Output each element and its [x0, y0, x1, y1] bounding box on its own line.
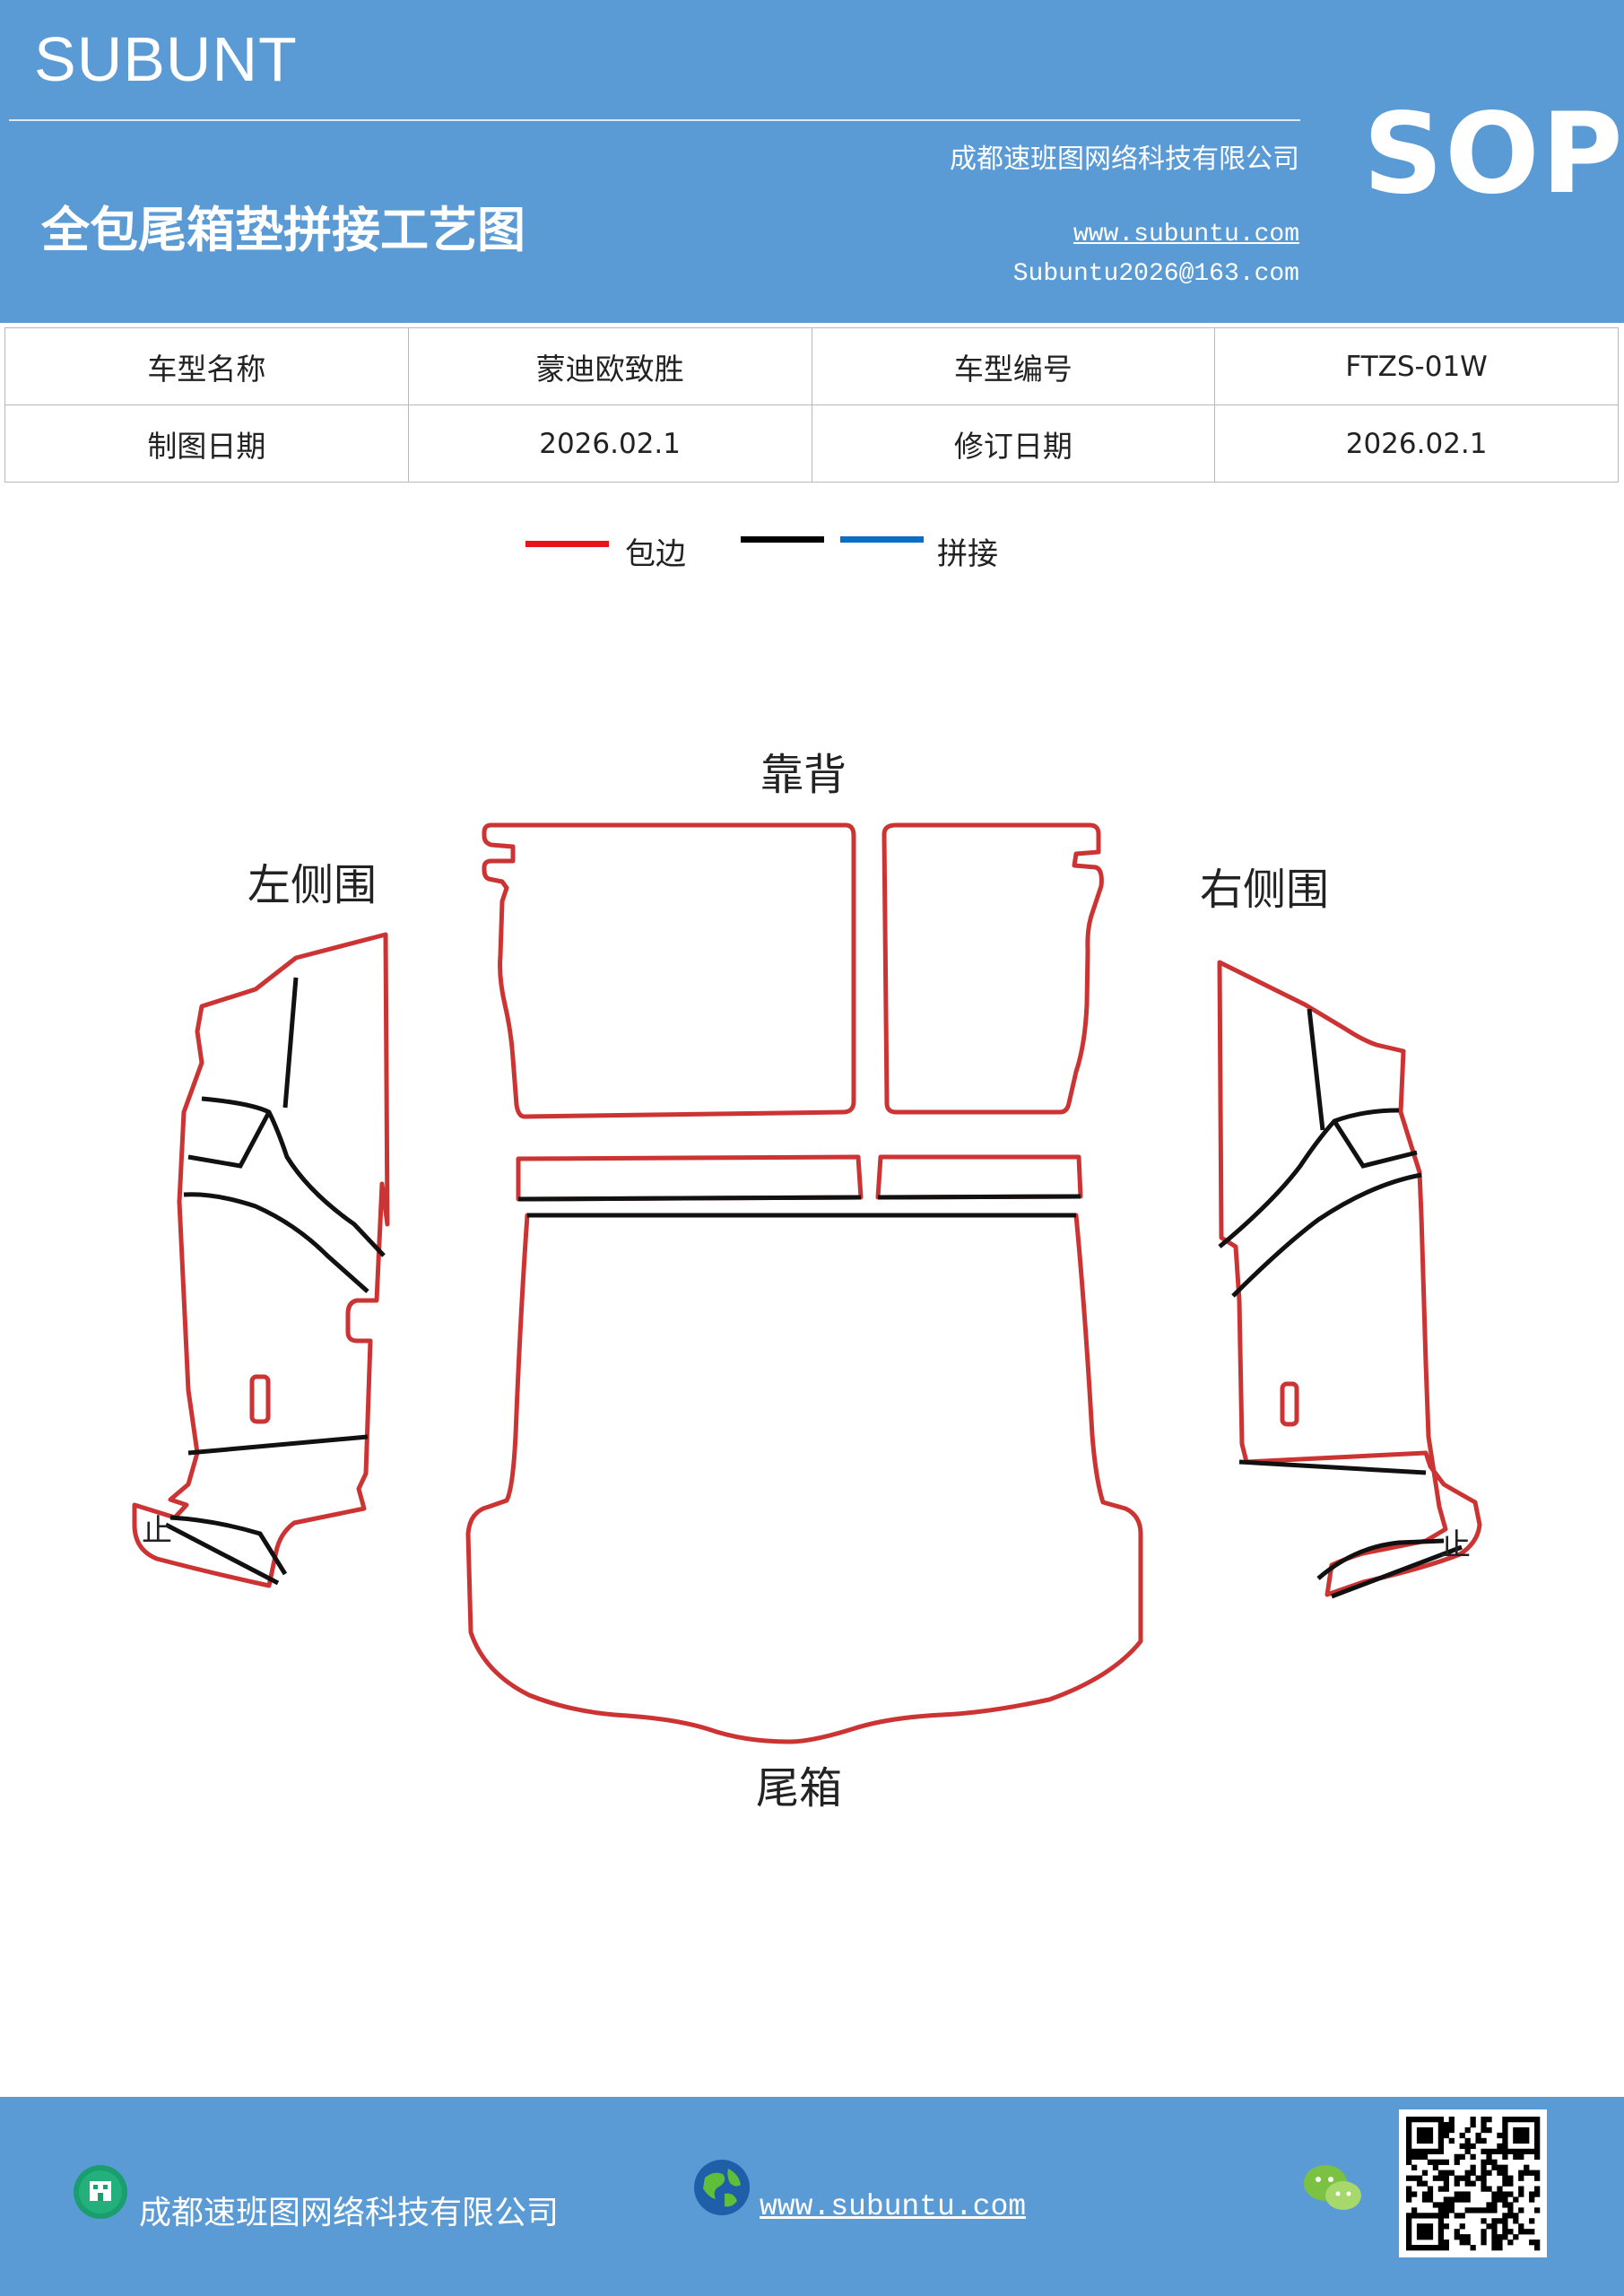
qr-code-pattern	[1406, 2117, 1541, 2251]
right-cutout	[1280, 1381, 1299, 1427]
seam-strip-bottom-right	[877, 1194, 1081, 1200]
document-title: 全包尾箱垫拼接工艺图	[41, 201, 525, 258]
left-stop-mark: 止	[142, 1513, 172, 1549]
brand-name: SUBUNT	[34, 24, 298, 94]
backrest-label: 靠背	[760, 750, 847, 800]
seam-right-4	[1231, 1172, 1422, 1298]
seam-strip-bottom	[517, 1195, 862, 1202]
table-cell: 蒙迪欧致胜	[407, 327, 812, 405]
table-cell: 2026.02.1	[1214, 404, 1619, 483]
seam-right-6	[1316, 1538, 1445, 1580]
footer-banner: 成都速班图网络科技有限公司 www.subuntu.com	[0, 2097, 1624, 2296]
seam-left-5	[187, 1434, 369, 1456]
right-side-wall-piece	[1217, 960, 1482, 1597]
trunk-floor-piece	[465, 1213, 1143, 1744]
table-cell: 车型编号	[811, 327, 1216, 405]
backrest-right-piece	[881, 822, 1104, 1115]
seam-left-3	[187, 1110, 272, 1169]
diagram-svg: 靠背 左侧围 右侧围 尾箱 止 止	[132, 750, 1482, 1813]
legend-swatch-black	[741, 536, 824, 543]
strip-left	[516, 1154, 864, 1202]
assembly-diagram: 靠背 左侧围 右侧围 尾箱 止 止	[0, 735, 1624, 1839]
table-row: 制图日期 2026.02.1 修订日期 2026.02.1	[4, 404, 1619, 483]
seam-left-2	[201, 1096, 386, 1257]
footer-company: 成都速班图网络科技有限公司	[139, 2195, 560, 2231]
seam-left-6	[169, 1515, 288, 1576]
left-side-wall-piece	[132, 932, 390, 1588]
left-side-label: 左侧围	[248, 860, 377, 910]
trunk-label: 尾箱	[756, 1763, 842, 1813]
seam-right-1	[1307, 1008, 1325, 1131]
header-banner: SUBUNT 成都速班图网络科技有限公司 全包尾箱垫拼接工艺图 www.subu…	[0, 0, 1624, 323]
right-stop-mark: 止	[1440, 1527, 1471, 1563]
seam-right-7	[1331, 1544, 1463, 1599]
legend-label: 包边	[625, 536, 686, 572]
legend-label: 拼接	[937, 536, 998, 572]
header-divider	[9, 119, 1300, 121]
table-cell: 修订日期	[811, 404, 1216, 483]
table-cell: 2026.02.1	[407, 404, 812, 483]
table-cell: 车型名称	[4, 327, 409, 405]
legend: 包边 拼接	[0, 527, 1624, 572]
strip-right	[875, 1154, 1083, 1200]
table-row: 车型名称 蒙迪欧致胜 车型编号 FTZS-01W	[4, 327, 1619, 405]
wechat-icon[interactable]	[1302, 2161, 1365, 2215]
building-icon	[74, 2165, 127, 2219]
seam-left-4	[183, 1192, 369, 1293]
legend-swatch-red	[525, 541, 609, 547]
seam-left-7	[164, 1522, 280, 1586]
right-side-label: 右侧围	[1200, 865, 1329, 915]
header-email[interactable]: Subuntu2026@163.com	[1012, 260, 1299, 288]
seam-left-1	[282, 977, 299, 1109]
left-cutout	[249, 1374, 271, 1424]
legend-swatch-blue	[840, 536, 924, 543]
vehicle-info-table: 车型名称 蒙迪欧致胜 车型编号 FTZS-01W 制图日期 2026.02.1 …	[4, 327, 1619, 483]
table-cell: 制图日期	[4, 404, 409, 483]
seam-right-2	[1218, 1108, 1400, 1248]
header-website-link[interactable]: www.subuntu.com	[1073, 221, 1299, 248]
sop-badge: SOP	[1363, 90, 1624, 219]
backrest-left-piece	[482, 822, 856, 1119]
footer-website-link[interactable]: www.subuntu.com	[760, 2190, 1027, 2223]
seam-right-3	[1332, 1119, 1418, 1169]
qr-code[interactable]	[1399, 2109, 1547, 2257]
table-cell: FTZS-01W	[1214, 327, 1619, 405]
seam-right-5	[1238, 1459, 1427, 1475]
globe-icon	[694, 2160, 750, 2215]
header-company: 成都速班图网络科技有限公司	[950, 144, 1299, 175]
